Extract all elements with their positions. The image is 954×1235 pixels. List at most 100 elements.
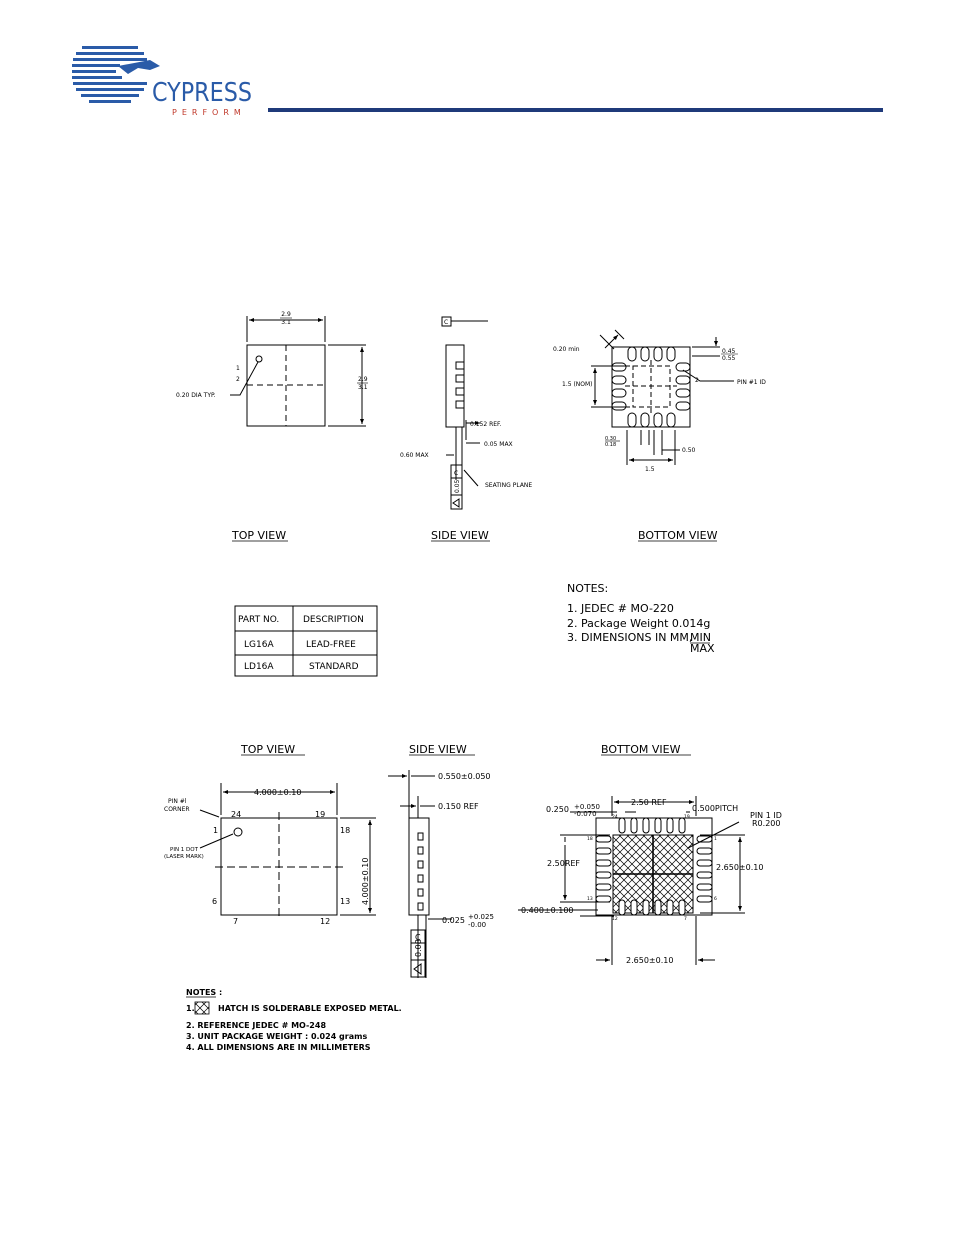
pkg24-pitch: 0.500PITCH (692, 804, 738, 813)
pkg24-lead-minus: -0.070 (574, 810, 597, 818)
pkg24-side-standoff-minus: -0.00 (468, 921, 486, 929)
pkg24-lead-width: 0.250 (546, 805, 569, 814)
pkg24-pad-label: 13 (587, 896, 593, 902)
pkg16-chamfer: 0.20 min (553, 346, 580, 353)
pkg16-datum-label: C (444, 319, 448, 326)
pkg24-side-body (408, 817, 430, 916)
pkg24-pad-label: 12 (612, 916, 618, 922)
pkg24-ref-top: 2.50 REF (631, 798, 667, 807)
pkg16-bottom-view (591, 329, 734, 465)
pkg24-note-4: 4. ALL DIMENSIONS ARE IN MILLIMETERS (186, 1043, 371, 1052)
pkg24-side-ref: 0.150 REF (438, 802, 479, 811)
pkg24-pin-label: 13 (340, 897, 350, 906)
pkg16-dia-note: 0.20 DIA TYP. (176, 392, 216, 399)
pkg16-pin1-label: 1 (236, 365, 240, 372)
pkg16-side-view (441, 316, 488, 510)
pkg24-side-title: SIDE VIEW (409, 743, 467, 756)
pkg16-side-standoff: 0.05 MAX (484, 441, 513, 448)
pkg24-pin-label: 12 (320, 917, 330, 926)
pkg24-pad-vertical: 2.650±0.10 (716, 863, 763, 872)
pkg16-leads (611, 346, 691, 428)
pkg24-bottom-body (595, 817, 713, 916)
pkg24-pin-label: 6 (212, 897, 217, 906)
pkg24-pad-label: 6 (714, 896, 717, 902)
pkg24-leads (595, 817, 713, 916)
pkg16-note-1: 1. JEDEC # MO-220 (567, 602, 674, 615)
pkg24-pin-label: 7 (233, 917, 238, 926)
pkg16-tol-datum: C (454, 470, 458, 477)
pkg16-pin2-label: 2 (236, 376, 240, 383)
brand-tagline: PERFORM (172, 108, 246, 117)
globe-icon (72, 44, 160, 106)
cypress-logo: CYPRESS PERFORM (72, 44, 252, 117)
pkg24-tol-value: 0.08 (414, 939, 423, 957)
pkg16-note-3-min: MIN (690, 631, 711, 644)
pkg24-notes-title: NOTES : (186, 988, 222, 997)
pkg24-note-2: 2. REFERENCE JEDEC # MO-248 (186, 1021, 326, 1030)
pkg24-width: 4.000±0.10 (254, 788, 301, 797)
pkg16-note-3: 3. DIMENSIONS IN MM, (567, 631, 692, 644)
pkg24-corner-1: PIN #l (168, 798, 187, 805)
pkg24-top-title: TOP VIEW (240, 743, 295, 756)
pkg24-pin-label: 19 (315, 810, 325, 819)
table-cell: LG16A (244, 640, 274, 650)
table-header-desc: DESCRIPTION (303, 615, 364, 625)
pkg16-side-ref: 0.152 REF. (470, 421, 502, 428)
part-table: PART NO. DESCRIPTION LG16A LEAD-FREE LD1… (234, 605, 378, 677)
pkg24-notes: NOTES : 1. HATCH IS SOLDERABLE EXPOSED M… (186, 988, 402, 1052)
pkg16-lead-min: 0.30 (605, 436, 616, 442)
pkg16-span: 1.5 (645, 466, 655, 473)
pkg24-side-view (388, 770, 452, 978)
pkg24-note-3: 3. UNIT PACKAGE WEIGHT : 0.024 grams (186, 1032, 367, 1041)
pkg24-pad-label: 7 (684, 916, 687, 922)
table-cell: STANDARD (309, 662, 359, 672)
pkg16-bottom-title: BOTTOM VIEW (638, 529, 718, 542)
pkg24-pin-radius: R0.200 (752, 819, 780, 828)
pkg16-nom: 1.5 (NOM) (562, 381, 593, 388)
pkg24-corner-2: CORNER (164, 806, 190, 813)
pkg16-width-max: 3.1 (281, 319, 291, 326)
pkg24-tol-datum: C (415, 933, 421, 942)
pkg16-tol-value: 0.05 (454, 479, 461, 493)
pkg24-pad-label: 19 (684, 814, 690, 820)
pkg16-tol-frame (450, 464, 463, 510)
pkg24-bottom-title: BOTTOM VIEW (601, 743, 681, 756)
pkg16-pad-min: 0.55 (722, 355, 736, 362)
pkg16-note-3-max: MAX (690, 642, 715, 655)
pkg16-side-body (445, 344, 465, 428)
pkg24-dot-1: PIN 1 DOT (170, 847, 199, 853)
pkg16-pad-max: 0.45 (722, 348, 736, 355)
pkg24-pad-horizontal: 2.650±0.10 (626, 956, 673, 965)
pkg16-notes: NOTES: 1. JEDEC # MO-220 2. Package Weig… (567, 582, 715, 655)
pkg16-note-2: 2. Package Weight 0.014g (567, 617, 710, 630)
pkg24-side-standoff: 0.025 (442, 916, 465, 925)
pkg16-top-title: TOP VIEW (231, 529, 286, 542)
pkg24-pin-id: PIN 1 ID (750, 811, 782, 820)
pkg24-pad-label: 1 (714, 836, 717, 842)
pkg24-pad-label: 24 (612, 814, 618, 820)
pkg24-tol-frame (410, 929, 426, 978)
pkg16-notes-title: NOTES: (567, 582, 608, 595)
pkg16-pin2-label: 2 (695, 377, 699, 384)
pkg16-top-view (230, 316, 366, 427)
pkg16-pitch: 0.50 (682, 447, 696, 454)
table-cell: LEAD-FREE (306, 640, 356, 650)
table-header-part: PART NO. (238, 615, 279, 625)
pkg24-ref-left: 2.50REF (547, 859, 580, 868)
pkg24-pin-label: 1 (213, 826, 218, 835)
pin1-dot (255, 355, 263, 363)
pkg16-seating-plane: SEATING PLANE (485, 482, 532, 489)
pkg24-pin-label: 18 (340, 826, 350, 835)
hatch-legend-icon (194, 1001, 210, 1015)
brand-name: CYPRESS (152, 78, 252, 108)
pkg16-pin-id: PIN #1 ID (737, 379, 766, 386)
pkg16-height-min: 2.9 (358, 376, 368, 383)
pkg16-height-max: 3.1 (358, 384, 368, 391)
pkg24-top-view (199, 783, 376, 920)
header-rule (268, 108, 883, 112)
pkg24-side-height: 0.550±0.050 (438, 772, 491, 781)
table-cell: LD16A (244, 662, 274, 672)
pkg24-pad-label: 18 (587, 836, 593, 842)
pkg16-bottom-body (611, 346, 691, 428)
